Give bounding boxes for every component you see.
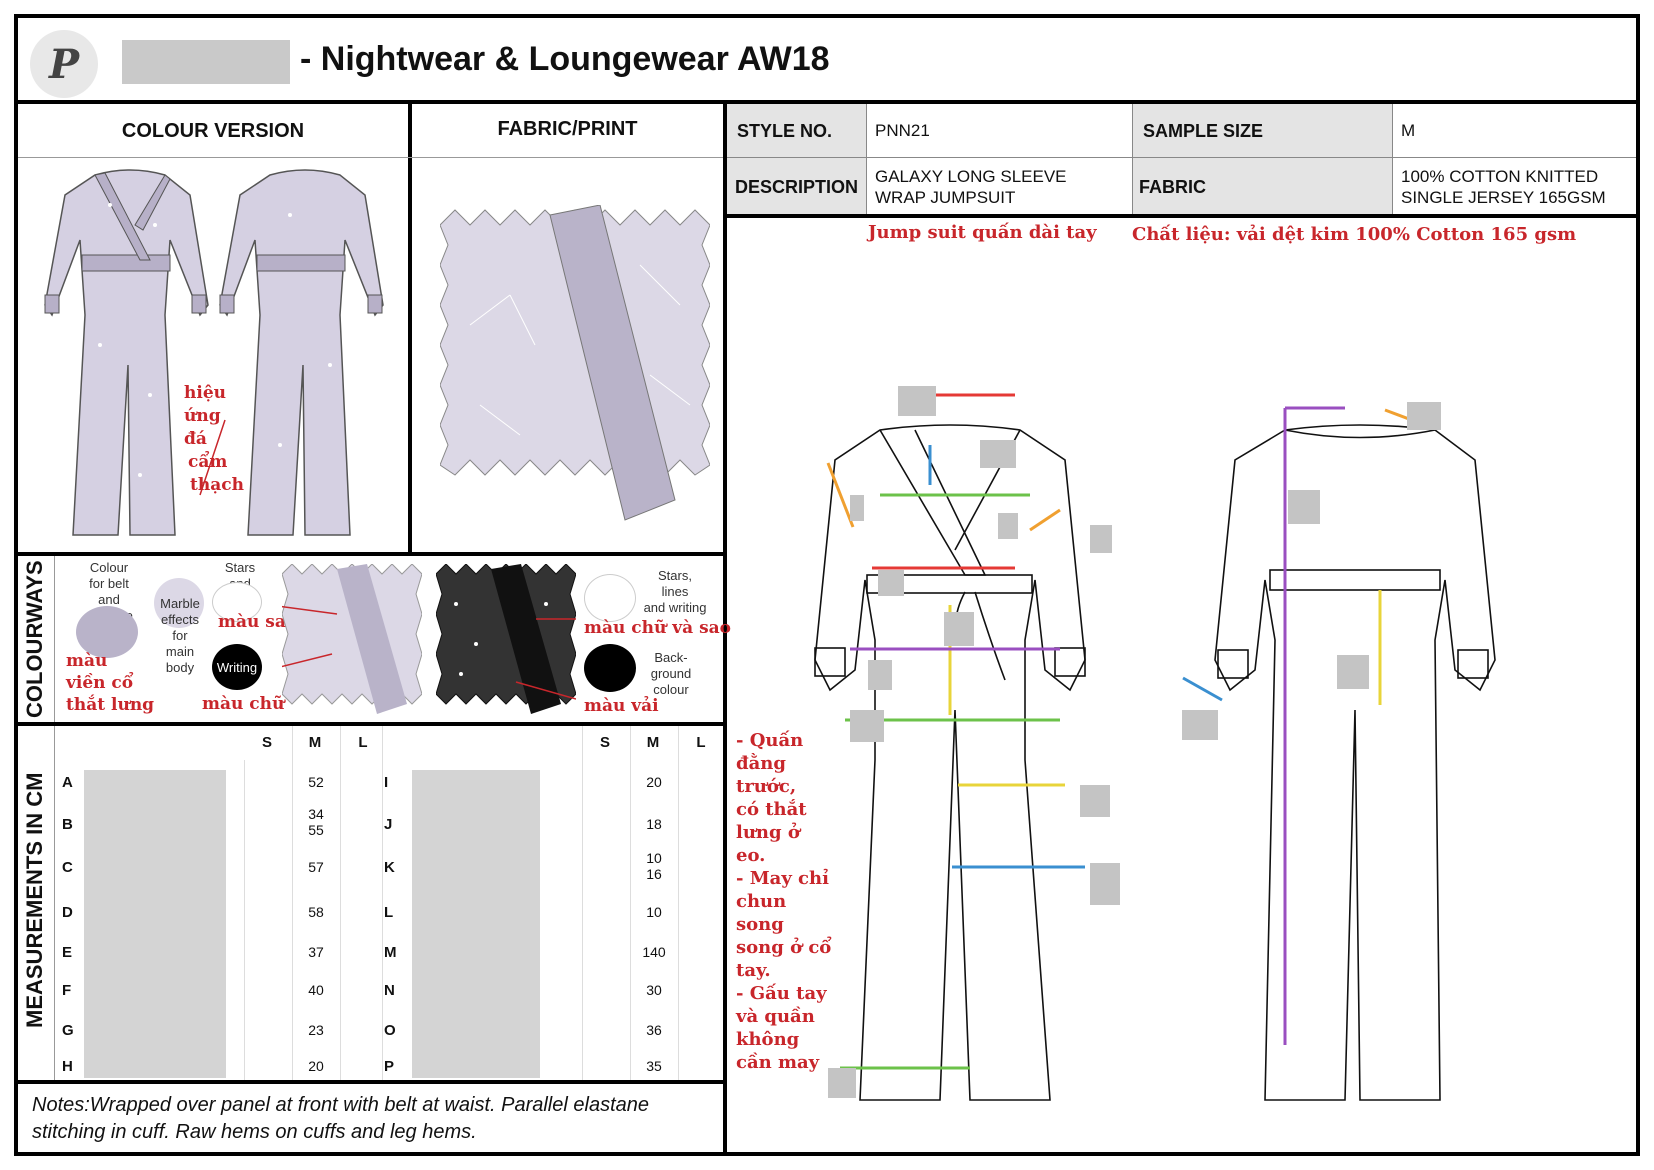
row-l-m: 10 bbox=[646, 904, 662, 920]
row-h-m: 20 bbox=[308, 1058, 324, 1074]
size-header-l-right: L bbox=[696, 734, 706, 751]
row-letter-o: O bbox=[384, 1022, 396, 1039]
fabric-colour-annotation: màu vải bbox=[584, 696, 659, 716]
description-label: DESCRIPTION bbox=[735, 176, 859, 197]
header-divider bbox=[14, 100, 1640, 104]
row-letter-l: L bbox=[384, 904, 394, 921]
colourways-top-rule bbox=[14, 552, 727, 556]
colourways-title: COLOURWAYS bbox=[22, 560, 47, 718]
fabric-vi-annotation: Chất liệu: vải dệt kim 100% Cotton 165 g… bbox=[1132, 224, 1577, 245]
construction-annotation: - Quấn đằng trước, có thắt lưng ở eo. - … bbox=[736, 730, 832, 1073]
description-cell bbox=[727, 158, 867, 216]
row-j-m: 18 bbox=[646, 816, 662, 832]
row-o-m: 36 bbox=[646, 1022, 662, 1038]
colour-version-illustration bbox=[44, 169, 384, 536]
brand-logo: P bbox=[30, 30, 98, 98]
sheet-frame bbox=[14, 14, 1640, 1156]
row-letter-p: P bbox=[384, 1058, 395, 1075]
row-letter-e: E bbox=[62, 944, 73, 961]
sample-size-label: SAMPLE SIZE bbox=[1143, 120, 1264, 141]
row-letter-j: J bbox=[384, 816, 393, 833]
row-g-m: 23 bbox=[308, 1022, 324, 1038]
style-no-label: STYLE NO. bbox=[737, 120, 833, 141]
measurements-top-rule bbox=[14, 722, 727, 726]
notes-top-rule bbox=[14, 1080, 727, 1084]
size-header-s-right: S bbox=[599, 734, 610, 751]
row-letter-g: G bbox=[62, 1022, 74, 1039]
text-colour-annotation: màu chữ bbox=[202, 694, 285, 714]
sample-size-value: M bbox=[1393, 104, 1636, 158]
style-no-value: PNN21 bbox=[867, 104, 1133, 158]
style-no-cell bbox=[727, 104, 867, 158]
row-letter-f: F bbox=[62, 982, 72, 999]
belt-colour-swatch bbox=[76, 606, 138, 658]
row-letter-c: C bbox=[62, 859, 73, 876]
description-vi-annotation: Jump suit quấn dài tay bbox=[868, 222, 1097, 243]
light-colourway-swatch bbox=[282, 564, 422, 714]
technical-flat-drawing bbox=[814, 386, 1496, 1101]
row-m-m: 140 bbox=[642, 944, 666, 960]
marble-colour-swatch bbox=[154, 578, 204, 628]
row-p-m: 35 bbox=[646, 1058, 662, 1074]
notes-text: Notes:Wrapped over panel at front with b… bbox=[32, 1094, 649, 1143]
row-i-m: 20 bbox=[646, 774, 662, 790]
measurements-label-rule bbox=[54, 726, 55, 1080]
spec-table: STYLE NO. PNN21 SAMPLE SIZE M DESCRIPTIO… bbox=[727, 104, 1636, 216]
row-letter-i: I bbox=[384, 774, 389, 791]
row-d-m: 58 bbox=[308, 904, 324, 920]
row-n-m: 30 bbox=[646, 982, 662, 998]
stars-writing-swatch bbox=[584, 574, 636, 622]
colourways-label-rule bbox=[54, 556, 55, 722]
size-header-m-right: M bbox=[646, 734, 660, 751]
page-title: - Nightwear & Loungewear AW18 bbox=[300, 40, 830, 78]
row-e-m: 37 bbox=[308, 944, 324, 960]
text-star-colour-annotation: màu chữ và sao bbox=[584, 618, 732, 638]
redacted-right-descriptions bbox=[412, 770, 540, 1078]
row-a-m: 52 bbox=[308, 774, 324, 790]
stars-colour-swatch bbox=[212, 582, 262, 622]
row-letter-d: D bbox=[62, 904, 73, 921]
background-colour-swatch bbox=[584, 644, 636, 692]
fabric-swatch bbox=[440, 205, 710, 521]
fabric-print-title: FABRIC/PRINT bbox=[497, 118, 638, 140]
row-letter-h: H bbox=[62, 1058, 73, 1075]
row-letter-b: B bbox=[62, 816, 73, 833]
row-letter-m: M bbox=[384, 944, 397, 961]
size-header-s: S bbox=[261, 734, 272, 751]
dark-colourway-swatch bbox=[436, 564, 576, 714]
section-rule bbox=[18, 157, 723, 158]
measurements-title: MEASUREMENTS IN CM bbox=[22, 772, 47, 1028]
left-divider bbox=[408, 100, 412, 552]
redacted-left-descriptions bbox=[84, 770, 226, 1078]
fabric-cell bbox=[1133, 158, 1393, 216]
main-divider bbox=[723, 100, 727, 1156]
colour-version-title: COLOUR VERSION bbox=[121, 120, 305, 142]
size-header-m: M bbox=[308, 734, 322, 751]
row-letter-a: A bbox=[62, 774, 73, 791]
spec-bottom-rule bbox=[727, 214, 1636, 218]
writing-colour-swatch: Writing bbox=[212, 644, 262, 690]
sample-size-cell bbox=[1133, 104, 1393, 158]
redacted-brand-name bbox=[122, 40, 290, 84]
marble-annotation: hiệu ứng đá cẩm thạch bbox=[184, 383, 244, 495]
row-f-m: 40 bbox=[308, 982, 324, 998]
row-letter-n: N bbox=[384, 982, 395, 999]
row-letter-k: K bbox=[384, 859, 395, 876]
fabric-label: FABRIC bbox=[1139, 176, 1206, 197]
star-colour-annotation: màu sao bbox=[218, 612, 298, 632]
row-c-m: 57 bbox=[308, 859, 324, 875]
size-header-l: L bbox=[358, 734, 368, 751]
